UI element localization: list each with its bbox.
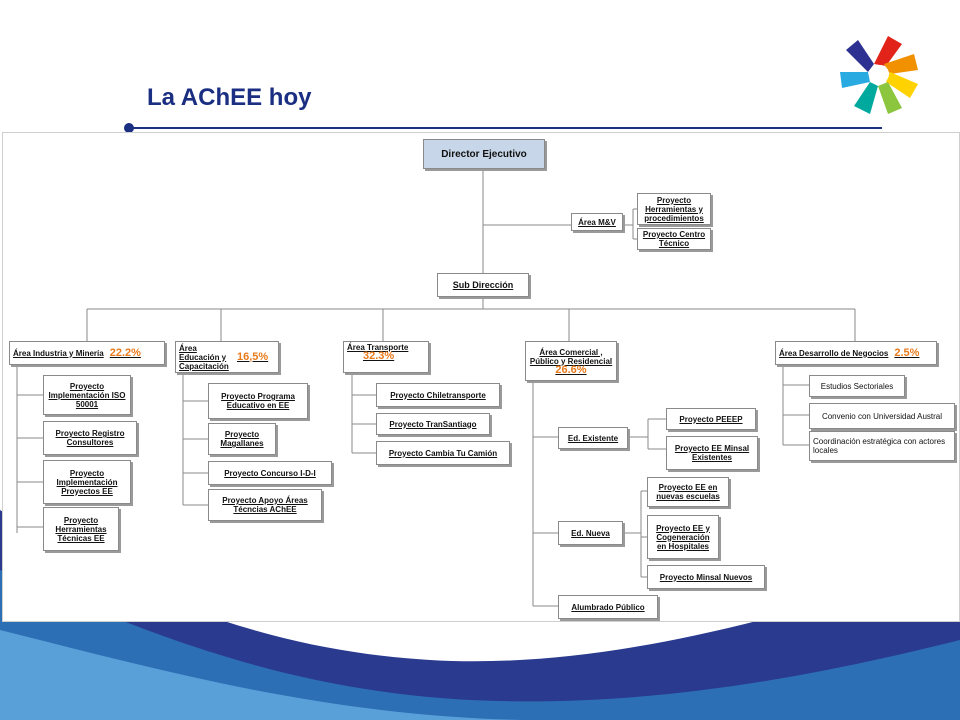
area-percentage: 32.3% <box>363 350 395 362</box>
transporte-project-box: Proyecto Chiletransporte <box>376 383 500 407</box>
industria-project-box: Proyecto Implementación ISO 50001 <box>43 375 131 415</box>
mv-project-box: Proyecto Herramientas y procedimientos <box>637 193 711 225</box>
area-label: Área Industria y Minería <box>13 348 104 358</box>
industria-project-box: Proyecto Herramientas Técnicas EE <box>43 507 119 551</box>
title-rule <box>130 127 882 129</box>
mv-project-box: Proyecto Centro Técnico <box>637 228 711 250</box>
org-chart: Director Ejecutivo Área M&V Proyecto Her… <box>2 132 960 622</box>
decorative-wave <box>0 510 960 720</box>
title-rule-dot <box>124 123 134 133</box>
industria-project-box: Proyecto Registro Consultores <box>43 421 137 455</box>
area-percentage: 22.2% <box>109 346 141 359</box>
page-title: La AChEE hoy <box>147 84 312 111</box>
negocios-item-box: Coordinación estratégica con actores loc… <box>809 431 955 461</box>
org-connectors <box>16 169 856 607</box>
area-percentage: 2.5% <box>894 346 920 359</box>
negocios-item-box: Estudios Sectoriales <box>809 375 905 397</box>
negocios-item-box: Convenio con Universidad Austral <box>809 403 955 429</box>
existente-project-box: Proyecto PEEEP <box>666 408 756 430</box>
area-label: Área Comercial , Público y Residencial <box>529 347 613 366</box>
nueva-project-box: Proyecto EE y Cogeneración en Hospitales <box>647 515 719 559</box>
area-negocios-box: Área Desarrollo de Negocios 2.5% <box>775 341 937 365</box>
area-label: Área Transporte <box>347 343 409 352</box>
comercial-subarea-box: Ed. Existente <box>558 427 628 449</box>
area-educacion-box: Área Educación y Capacitación 16,5% <box>175 341 279 373</box>
transporte-project-box: Proyecto TranSantiago <box>376 413 490 435</box>
educacion-project-box: Proyecto Magallanes <box>208 423 276 455</box>
existente-project-box: Proyecto EE Minsal Existentes <box>666 436 758 470</box>
area-mv-box: Área M&V <box>571 213 623 231</box>
subdireccion-box: Sub Dirección <box>437 273 529 297</box>
director-box: Director Ejecutivo <box>423 139 545 169</box>
area-percentage: 26.6% <box>555 363 587 376</box>
area-label: Área Educación y Capacitación <box>179 343 229 371</box>
nueva-project-box: Proyecto Minsal Nuevos <box>647 565 765 589</box>
nueva-project-box: Proyecto EE en nuevas escuelas <box>647 477 729 507</box>
area-comercial-box: Área Comercial , Público y Residencial 2… <box>525 341 617 381</box>
educacion-project-box: Proyecto Programa Educativo en EE <box>208 383 308 419</box>
area-industria-box: Área Industria y Minería 22.2% <box>9 341 165 365</box>
area-transporte-box: Área Transporte 32.3% <box>343 341 429 373</box>
achee-logo <box>840 36 918 114</box>
educacion-project-box: Proyecto Apoyo Áreas Técncias AChEE <box>208 489 322 521</box>
educacion-project-box: Proyecto Concurso I-D-I <box>208 461 332 485</box>
transporte-project-box: Proyecto Cambia Tu Camión <box>376 441 510 465</box>
industria-project-box: Proyecto Implementación Proyectos EE <box>43 460 131 504</box>
comercial-subarea-box: Alumbrado Público <box>558 595 658 619</box>
comercial-subarea-box: Ed. Nueva <box>558 521 623 545</box>
area-label: Área Desarrollo de Negocios <box>779 348 889 358</box>
area-percentage: 16,5% <box>237 350 269 363</box>
